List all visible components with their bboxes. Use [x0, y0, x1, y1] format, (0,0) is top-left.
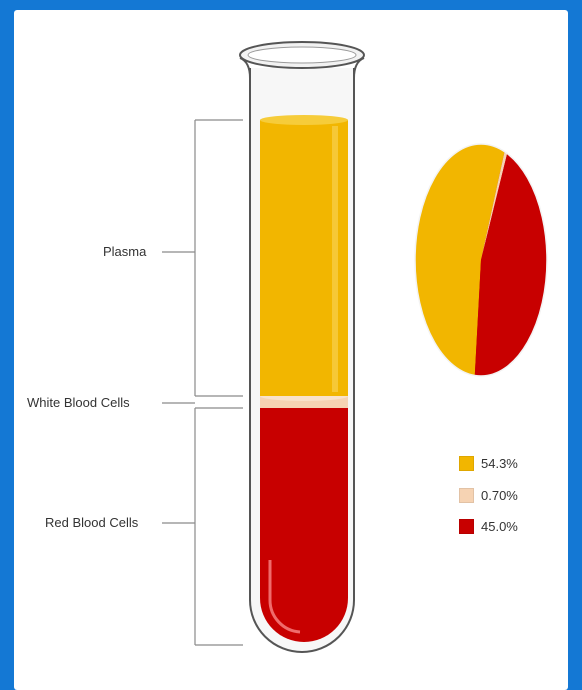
test-tube — [240, 42, 364, 652]
legend-value-plasma: 54.3% — [481, 456, 518, 471]
legend-swatch-plasma — [459, 456, 474, 471]
red-blood-cells-layer — [260, 408, 348, 642]
legend-swatch-white — [459, 488, 474, 503]
label-connectors — [162, 120, 243, 645]
legend-swatch-red — [459, 519, 474, 534]
composition-pie-chart — [415, 144, 547, 376]
tube-opening — [248, 47, 356, 63]
legend-item-plasma: 54.3% — [459, 456, 518, 471]
plasma-label: Plasma — [103, 244, 146, 259]
legend-value-red: 45.0% — [481, 519, 518, 534]
legend-item-white: 0.70% — [459, 488, 518, 503]
plasma-highlight — [332, 126, 338, 392]
red-blood-cells-label: Red Blood Cells — [45, 515, 138, 530]
legend-item-red: 45.0% — [459, 519, 518, 534]
legend-value-white: 0.70% — [481, 488, 518, 503]
plasma-surface — [260, 115, 348, 125]
white-blood-cells-label: White Blood Cells — [27, 395, 130, 410]
